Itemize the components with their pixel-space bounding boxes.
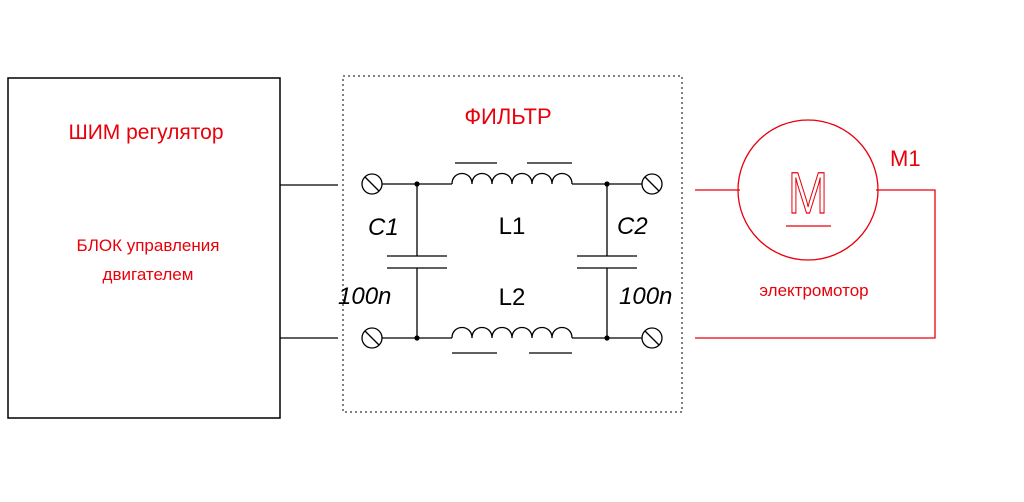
motor-symbol: M — [788, 161, 828, 226]
motor-circle — [737, 119, 879, 261]
capacitor-c2-value: 100n — [619, 283, 672, 310]
inductor-l1 — [451, 162, 573, 185]
capacitor-c1-name: C1 — [368, 214, 399, 241]
motor-m1: M — [737, 119, 879, 261]
inductor-l2-label: L2 — [499, 284, 526, 311]
inductor-l1-label: L1 — [499, 213, 526, 240]
motor-designator: M1 — [890, 146, 921, 171]
terminal-out-top — [641, 173, 663, 195]
control-block-subtitle-line2: двигателем — [103, 265, 194, 284]
control-block-frame — [7, 77, 281, 419]
filter-title: ФИЛЬТР — [464, 104, 551, 129]
capacitor-c2-name: C2 — [617, 213, 648, 240]
capacitor-c1-value: 100n — [338, 283, 391, 310]
capacitor-c2 — [577, 184, 637, 338]
terminal-in-bottom — [361, 327, 383, 349]
terminal-out-bottom — [641, 327, 663, 349]
filter-frame — [342, 75, 683, 413]
control-block-title: ШИМ регулятор — [68, 121, 223, 144]
control-block-subtitle-line1: БЛОК управления — [77, 236, 220, 255]
capacitor-c1 — [387, 184, 447, 338]
terminal-in-top — [361, 173, 383, 195]
motor-caption: электромотор — [759, 281, 868, 300]
motor-wires — [695, 189, 936, 339]
control-block: ШИМ регулятор БЛОК управления двигателем — [7, 77, 281, 419]
inductor-l2 — [451, 326, 573, 354]
